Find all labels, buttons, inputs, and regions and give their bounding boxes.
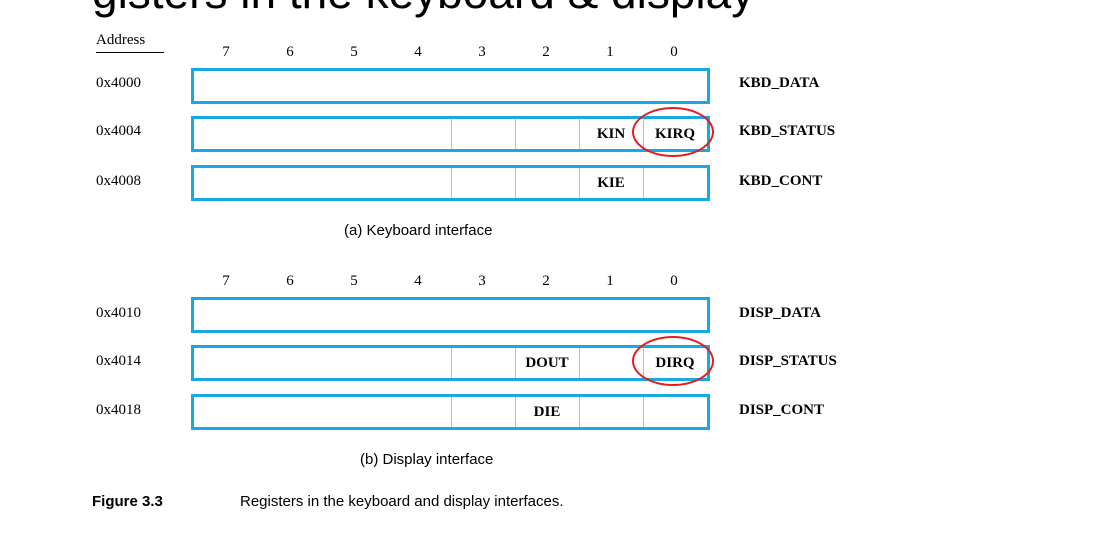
bit-divider: [515, 168, 516, 198]
bit-number: 3: [478, 273, 486, 289]
register-address: 0x4014: [96, 353, 141, 369]
dirq-highlight-circle: [632, 336, 714, 386]
bit-number: 4: [414, 44, 422, 60]
address-column-header: Address: [96, 32, 146, 48]
register-kbd-data: [191, 68, 710, 104]
register-disp-data: [191, 297, 710, 333]
bit-divider: [579, 119, 580, 149]
bit-divider: [579, 397, 580, 427]
bit-divider: [643, 168, 644, 198]
bit-number: 2: [542, 44, 550, 60]
bit-number: 1: [606, 273, 614, 289]
bit-divider: [515, 348, 516, 378]
bit-number: 4: [414, 273, 422, 289]
bit-number: 2: [542, 273, 550, 289]
slide-title: gisters in the keyboard & display: [92, 0, 754, 22]
bit-divider: [579, 348, 580, 378]
bit-divider: [451, 168, 452, 198]
bit-divider: [451, 119, 452, 149]
bit-number: 3: [478, 44, 486, 60]
register-name: DISP_DATA: [739, 305, 821, 321]
bit-number: 5: [350, 273, 358, 289]
register-address: 0x4008: [96, 173, 141, 189]
display-caption: (b) Display interface: [360, 451, 494, 468]
register-name: KBD_DATA: [739, 75, 820, 91]
bit-number: 6: [286, 44, 294, 60]
register-address: 0x4010: [96, 305, 141, 321]
bit-divider: [515, 397, 516, 427]
field-kie: KIE: [597, 175, 625, 191]
bit-number: 0: [670, 273, 678, 289]
bit-number: 0: [670, 44, 678, 60]
bit-number: 7: [222, 273, 230, 289]
register-name: DISP_CONT: [739, 402, 825, 418]
keyboard-caption: (a) Keyboard interface: [344, 222, 493, 239]
bit-number: 5: [350, 44, 358, 60]
kirq-highlight-circle: [632, 107, 714, 157]
bit-number: 7: [222, 44, 230, 60]
register-name: KBD_CONT: [739, 173, 823, 189]
bit-divider: [579, 168, 580, 198]
register-name: KBD_STATUS: [739, 123, 836, 139]
bit-number: 6: [286, 273, 294, 289]
bit-divider: [451, 348, 452, 378]
bit-divider: [643, 397, 644, 427]
register-name: DISP_STATUS: [739, 353, 837, 369]
bit-number: 1: [606, 44, 614, 60]
field-dout: DOUT: [525, 355, 569, 371]
register-kbd-cont: KIE: [191, 165, 710, 201]
register-disp-cont: DIE: [191, 394, 710, 430]
field-kin: KIN: [596, 126, 626, 142]
field-die: DIE: [533, 404, 561, 420]
figure-caption: Registers in the keyboard and display in…: [240, 493, 564, 510]
address-header-underline: [96, 52, 164, 53]
register-address: 0x4004: [96, 123, 141, 139]
register-address: 0x4018: [96, 402, 141, 418]
bit-divider: [451, 397, 452, 427]
figure-label: Figure 3.3: [92, 493, 163, 510]
bit-divider: [515, 119, 516, 149]
register-address: 0x4000: [96, 75, 141, 91]
